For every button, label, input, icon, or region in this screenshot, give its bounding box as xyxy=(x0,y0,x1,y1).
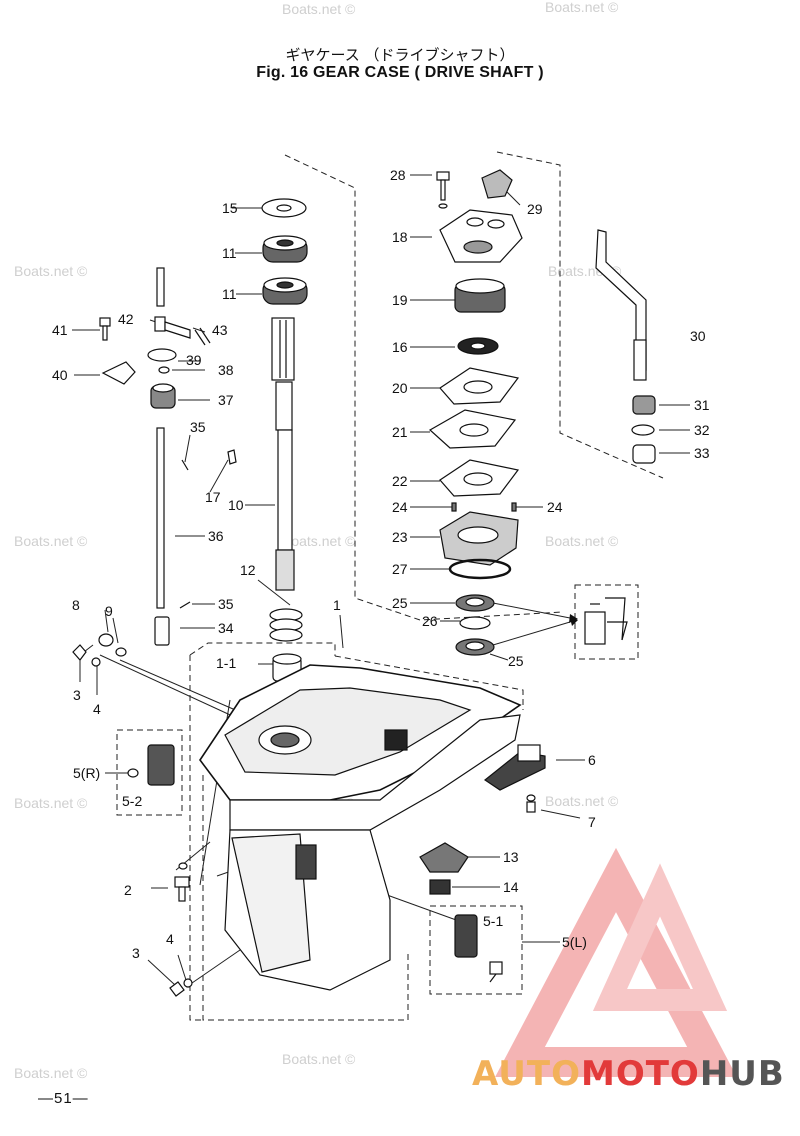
callout-14: 14 xyxy=(503,879,519,895)
callout-25: 25 xyxy=(392,595,408,611)
callout-5L: 5(L) xyxy=(562,934,587,950)
callout-8: 8 xyxy=(72,597,80,613)
callout-3: 3 xyxy=(132,945,140,961)
callout-2: 2 xyxy=(124,882,132,898)
callout-41: 41 xyxy=(52,322,68,338)
callout-4: 4 xyxy=(93,701,101,717)
callout-4: 4 xyxy=(166,931,174,947)
logo-triangle xyxy=(495,847,737,1077)
callout-5R: 5(R) xyxy=(73,765,100,781)
callout-33: 33 xyxy=(694,445,710,461)
callout-6: 6 xyxy=(588,752,596,768)
callout-35: 35 xyxy=(218,596,234,612)
watermark: Boats.net © xyxy=(282,533,356,549)
callout-17: 17 xyxy=(205,489,221,505)
callout-19: 19 xyxy=(392,292,408,308)
logo-auto: AUTO xyxy=(472,1054,581,1094)
callout-38: 38 xyxy=(218,362,234,378)
callout-23: 23 xyxy=(392,529,408,545)
callout-9: 9 xyxy=(105,603,113,619)
callout-27: 27 xyxy=(392,561,408,577)
callout-31: 31 xyxy=(694,397,710,413)
page-number: —51— xyxy=(38,1090,89,1107)
callout-42: 42 xyxy=(118,311,134,327)
callout-1-1: 1-1 xyxy=(216,655,236,671)
callout-28: 28 xyxy=(390,167,406,183)
watermarks: Boats.net © Boats.net © Boats.net © Boat… xyxy=(14,0,622,1081)
callout-10: 10 xyxy=(228,497,244,513)
automotohub-logo: AUTOMOTOHUB xyxy=(472,1054,785,1094)
figure-title: Fig. 16 GEAR CASE ( DRIVE SHAFT ) xyxy=(256,64,544,81)
callout-39: 39 xyxy=(186,352,202,368)
callout-37: 37 xyxy=(218,392,234,408)
callout-32: 32 xyxy=(694,422,710,438)
callout-13: 13 xyxy=(503,849,519,865)
watermark: Boats.net © xyxy=(282,1,356,17)
callout-35: 35 xyxy=(190,419,206,435)
watermark: Boats.net © xyxy=(282,1051,356,1067)
callout-20: 20 xyxy=(392,380,408,396)
callout-21: 21 xyxy=(392,424,408,440)
callout-22: 22 xyxy=(392,473,408,489)
callout-5-1: 5-1 xyxy=(483,913,503,929)
callout-5-2: 5-2 xyxy=(122,793,142,809)
watermark: Boats.net © xyxy=(14,533,88,549)
logo-hub: HUB xyxy=(699,1054,785,1094)
callout-labels: 15 11 11 41 42 43 39 40 38 37 35 17 10 3… xyxy=(52,167,710,961)
watermark: Boats.net © xyxy=(14,795,88,811)
callout-36: 36 xyxy=(208,528,224,544)
title-japanese: ギヤケース （ドライブシャフト） xyxy=(285,46,515,64)
callout-16: 16 xyxy=(392,339,408,355)
callout-18: 18 xyxy=(392,229,408,245)
callout-1: 1 xyxy=(333,597,341,613)
callout-43: 43 xyxy=(212,322,228,338)
callout-12: 12 xyxy=(240,562,256,578)
watermark: Boats.net © xyxy=(545,0,619,15)
callout-15: 15 xyxy=(222,200,238,216)
callout-34: 34 xyxy=(218,620,234,636)
watermark: Boats.net © xyxy=(545,533,619,549)
callout-40: 40 xyxy=(52,367,68,383)
watermark: Boats.net © xyxy=(14,1065,88,1081)
callout-29: 29 xyxy=(527,201,543,217)
callout-11: 11 xyxy=(222,286,237,302)
callout-26: 26 xyxy=(422,613,438,629)
callout-7: 7 xyxy=(588,814,596,830)
callout-24: 24 xyxy=(547,499,563,515)
callout-3: 3 xyxy=(73,687,81,703)
callout-24: 24 xyxy=(392,499,408,515)
watermark: Boats.net © xyxy=(545,793,619,809)
logo-moto: MOTO xyxy=(580,1054,700,1094)
callout-11: 11 xyxy=(222,245,237,261)
callout-25: 25 xyxy=(508,653,524,669)
watermark: Boats.net © xyxy=(14,263,88,279)
callout-30: 30 xyxy=(690,328,706,344)
